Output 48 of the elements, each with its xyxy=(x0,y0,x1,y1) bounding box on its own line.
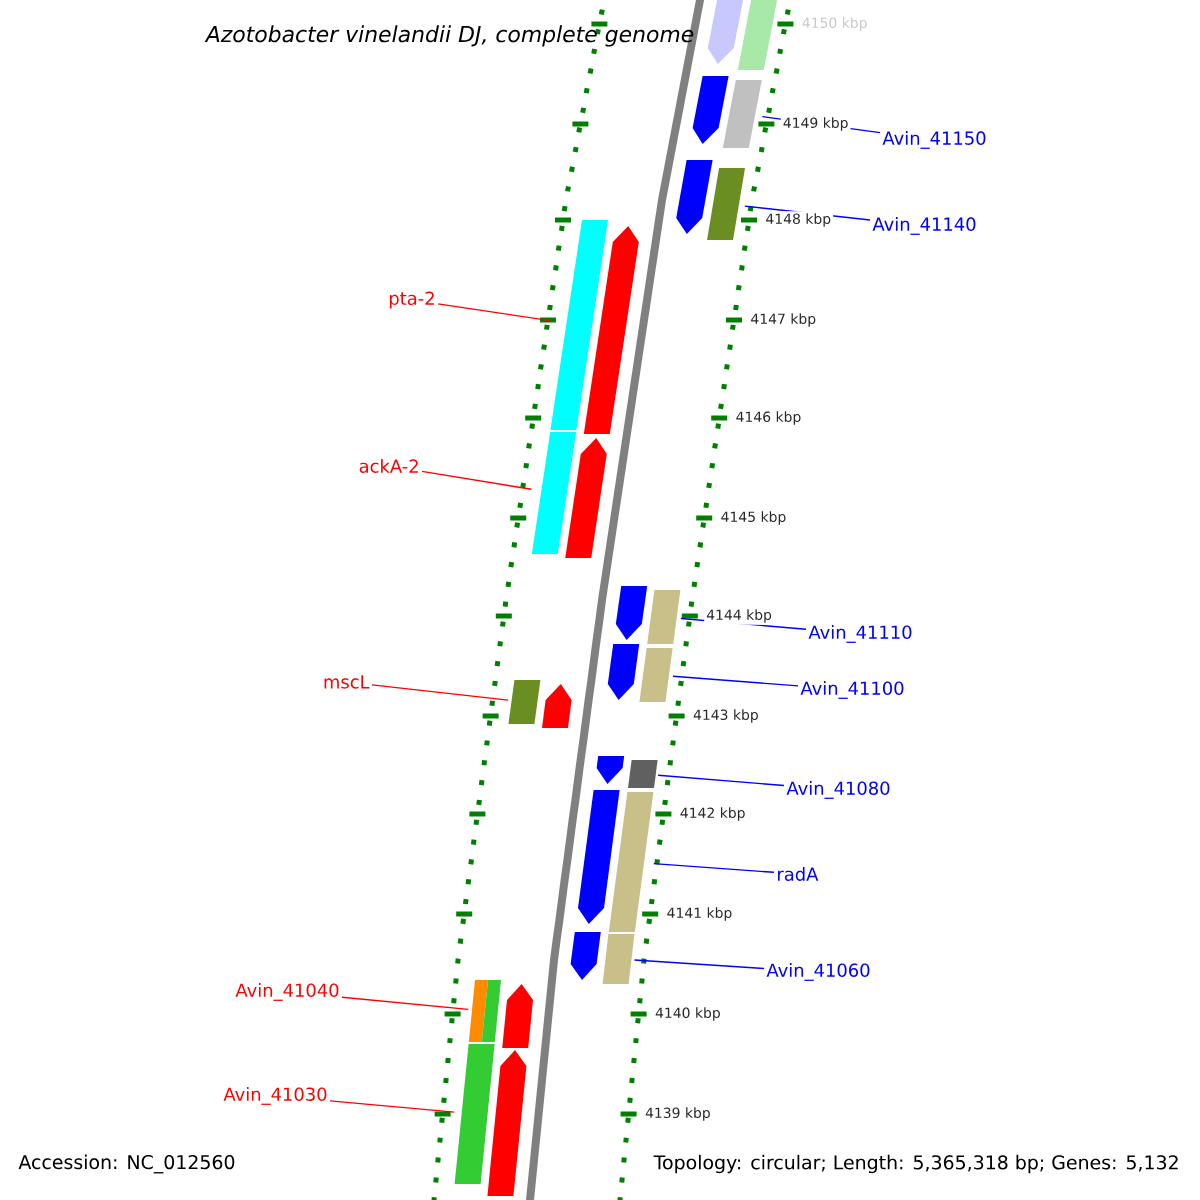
gene-feature xyxy=(578,790,620,924)
gene-feature xyxy=(707,168,745,240)
title: Azotobacter vinelandii DJ, complete genome xyxy=(204,25,694,47)
leader-line xyxy=(672,675,799,687)
gene-feature xyxy=(647,590,681,644)
gene-feature xyxy=(508,680,541,724)
gene-feature xyxy=(454,1044,495,1184)
leader-line xyxy=(653,862,775,873)
leader-line xyxy=(421,470,533,490)
leader-line xyxy=(437,303,551,322)
gene-feature xyxy=(676,160,713,234)
gene-feature xyxy=(722,80,762,148)
gene-label: Avin_41080 xyxy=(786,781,890,799)
gene-label: pta-2 xyxy=(389,291,434,309)
gene-label: Avin_41140 xyxy=(872,217,976,235)
gene-label: Avin_41110 xyxy=(808,625,912,643)
gene-feature xyxy=(602,934,635,984)
leader-line xyxy=(329,1100,455,1113)
gene-label: Avin_41040 xyxy=(235,983,339,1001)
gene-label: Avin_41150 xyxy=(882,131,986,149)
gene-feature xyxy=(615,586,648,640)
gene-feature xyxy=(550,220,608,430)
gene-label: Avin_41030 xyxy=(223,1087,327,1105)
gene-feature xyxy=(628,760,658,788)
gene-feature xyxy=(692,76,729,144)
gene-label: ackA-2 xyxy=(359,459,418,473)
gene-feature xyxy=(639,648,673,702)
leader-line xyxy=(341,996,469,1011)
gene-feature xyxy=(542,684,572,728)
gene-feature xyxy=(596,756,625,784)
gene-label: radA xyxy=(778,867,819,881)
leader-line xyxy=(633,959,765,970)
gene-label: mscL xyxy=(324,675,370,689)
gene-feature xyxy=(502,984,533,1048)
gene-feature xyxy=(607,644,640,700)
leader-line xyxy=(371,684,509,701)
gene-feature xyxy=(707,0,745,64)
gene-feature xyxy=(570,932,601,980)
accession-text: Accession: NC_012560 xyxy=(18,1154,235,1174)
gene-feature xyxy=(565,438,607,558)
leader-line xyxy=(657,774,785,787)
gene-feature xyxy=(583,226,639,434)
gene-label: Avin_41100 xyxy=(800,681,904,699)
gene-label: Avin_41060 xyxy=(766,963,870,981)
gene-feature xyxy=(531,432,577,554)
gene-feature xyxy=(737,0,779,70)
gene-feature xyxy=(468,980,501,1042)
genome-info-text: Topology: circular; Length: 5,365,318 bp; Genes: 5,132 xyxy=(649,1150,1184,1178)
